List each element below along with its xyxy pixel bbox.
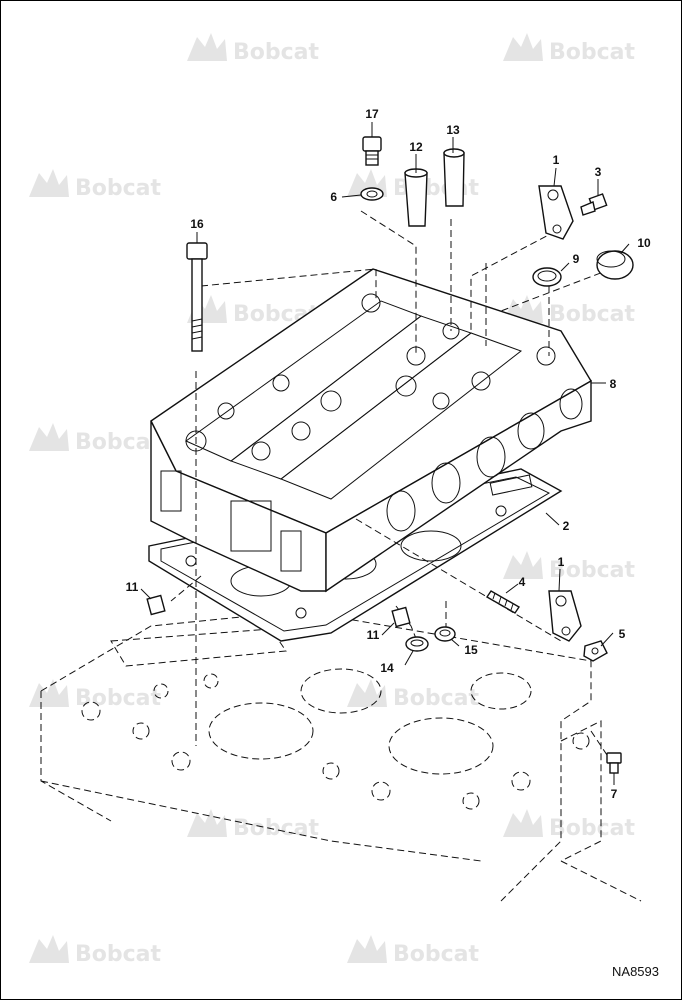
- watermark: Bobcat: [503, 551, 636, 583]
- callout-7: 7: [611, 787, 618, 801]
- stud: [486, 590, 520, 614]
- watermark: Bobcat: [187, 809, 320, 841]
- callout-5: 5: [619, 627, 626, 641]
- seal-ring: [532, 267, 562, 287]
- svg-text:Bobcat: Bobcat: [549, 40, 636, 65]
- callout-2: 2: [563, 519, 570, 533]
- watermark: Bobcat: [503, 33, 636, 65]
- watermark: Bobcat: [29, 423, 162, 455]
- callout-1-bottom: 1: [558, 555, 565, 569]
- callout-1-top: 1: [553, 153, 560, 167]
- drawing-reference-code: NA8593: [612, 964, 659, 979]
- callout-3: 3: [595, 165, 602, 179]
- callout-16: 16: [190, 217, 204, 231]
- callout-15: 15: [464, 643, 478, 657]
- watermark: Bobcat: [187, 33, 320, 65]
- engine-block-outline: [40, 610, 642, 902]
- callout-6: 6: [330, 190, 337, 204]
- svg-text:Bobcat: Bobcat: [233, 40, 320, 65]
- callout-17: 17: [365, 107, 379, 121]
- seal-fifteen: [434, 626, 456, 642]
- callout-10: 10: [637, 236, 651, 250]
- watermark: Bobcat: [503, 809, 636, 841]
- watermark: Bobcat: [29, 679, 162, 711]
- nut: [583, 640, 608, 662]
- drain-bolt: [606, 752, 622, 774]
- callout-labels: 17 6 12 13 1 3 9 10 16 8 2 4 1 5 11 11 1…: [126, 107, 651, 801]
- lifting-eye-bottom: [548, 590, 582, 642]
- copper-washer: [360, 187, 384, 201]
- watermark: Bobcat: [29, 169, 162, 201]
- head-bolt: [186, 242, 208, 352]
- callout-14: 14: [380, 661, 394, 675]
- banjo-bolt: [362, 136, 382, 166]
- callout-11-right: 11: [367, 628, 380, 642]
- plug-right: [391, 606, 411, 628]
- callout-8: 8: [610, 377, 617, 391]
- svg-text:Bobcat: Bobcat: [549, 558, 636, 583]
- svg-text:Bobcat: Bobcat: [549, 302, 636, 327]
- callout-9: 9: [573, 252, 580, 266]
- expansion-plug: [596, 250, 634, 280]
- svg-text:Bobcat: Bobcat: [75, 430, 162, 455]
- svg-text:Bobcat: Bobcat: [75, 686, 162, 711]
- watermark: Bobcat: [503, 295, 636, 327]
- plug-left: [146, 594, 166, 616]
- lifting-eye-top: [538, 185, 574, 240]
- callout-4: 4: [519, 575, 526, 589]
- callout-11-left: 11: [126, 580, 139, 594]
- svg-text:Bobcat: Bobcat: [75, 176, 162, 201]
- callout-12: 12: [409, 140, 423, 154]
- cylinder-head: [150, 268, 592, 593]
- watermark: Bobcat: [29, 935, 162, 967]
- valve-guide-exhaust: [443, 148, 465, 207]
- callout-13: 13: [446, 123, 460, 137]
- svg-text:Bobcat: Bobcat: [393, 942, 480, 967]
- leader-lines: [140, 122, 630, 785]
- svg-text:Bobcat: Bobcat: [233, 816, 320, 841]
- bolt-three: [580, 193, 608, 216]
- watermark: Bobcat: [347, 935, 480, 967]
- watermark: Bobcat: [347, 679, 480, 711]
- valve-guide-intake: [404, 168, 428, 227]
- seal-fourteen: [405, 636, 429, 652]
- svg-text:Bobcat: Bobcat: [549, 816, 636, 841]
- svg-text:Bobcat: Bobcat: [75, 942, 162, 967]
- svg-text:Bobcat: Bobcat: [393, 686, 480, 711]
